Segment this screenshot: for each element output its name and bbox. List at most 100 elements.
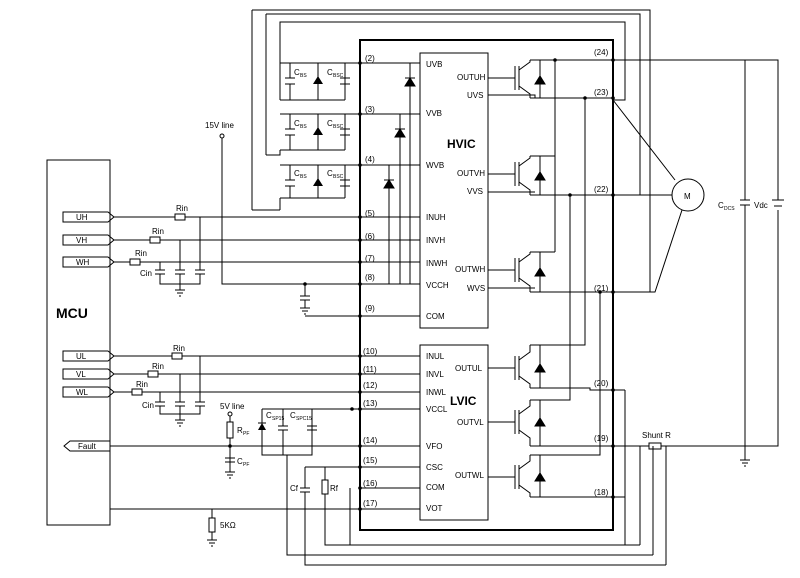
svg-text:(10): (10): [363, 347, 378, 356]
svg-text:(16): (16): [363, 479, 378, 488]
svg-text:(11): (11): [363, 365, 377, 374]
svg-text:(3): (3): [365, 105, 375, 114]
csc-filter: Cf Rf: [290, 466, 666, 566]
svg-text:C: C: [327, 169, 333, 178]
svg-text:Rin: Rin: [176, 204, 188, 213]
svg-text:(22): (22): [594, 185, 609, 194]
svg-text:(2): (2): [365, 54, 375, 63]
svg-text:VCCL: VCCL: [426, 405, 448, 414]
svg-text:Rin: Rin: [152, 362, 164, 371]
lvic-label: LVIC: [450, 394, 477, 408]
svg-text:INVH: INVH: [426, 236, 445, 245]
lvic-block: LVIC INUL OUTUL INVL INWL VCCL OUTVL VFO…: [419, 344, 489, 521]
mcu-ports: UH VH WH UL VL WL Fault: [62, 211, 115, 452]
svg-text:(15): (15): [363, 456, 378, 465]
svg-text:(18): (18): [594, 488, 609, 497]
svg-text:OUTWH: OUTWH: [455, 265, 485, 274]
svg-text:INWH: INWH: [426, 259, 448, 268]
svg-text:UVS: UVS: [467, 91, 483, 100]
svg-text:5KΩ: 5KΩ: [220, 521, 236, 530]
svg-text:(8): (8): [365, 273, 375, 282]
svg-text:OUTVH: OUTVH: [457, 169, 485, 178]
svg-text:(9): (9): [365, 304, 375, 313]
svg-text:PF: PF: [243, 462, 249, 468]
svg-text:(14): (14): [363, 436, 378, 445]
svg-text:(7): (7): [365, 254, 375, 263]
svg-text:M: M: [684, 192, 691, 201]
svg-text:INWL: INWL: [426, 388, 447, 397]
svg-text:Cin: Cin: [142, 401, 154, 410]
mcu-block: MCU: [46, 159, 111, 526]
left-pin-numbers: (2) (3) (4) (5) (6) (7) (8) (9) (10) (11…: [363, 54, 378, 508]
port-fault: Fault: [63, 440, 111, 452]
svg-text:UVB: UVB: [426, 60, 442, 69]
svg-text:(12): (12): [363, 381, 378, 390]
svg-text:C: C: [294, 169, 300, 178]
svg-text:BS: BS: [300, 174, 307, 180]
line-15v: 15V line: [205, 121, 360, 317]
svg-text:Rf: Rf: [330, 484, 339, 493]
svg-text:WH: WH: [76, 258, 90, 267]
svg-text:Rin: Rin: [136, 380, 148, 389]
svg-text:VVS: VVS: [467, 187, 483, 196]
svg-text:C: C: [294, 119, 300, 128]
hs-input-network: Rin Rin Rin Cin: [114, 204, 360, 297]
svg-text:15V line: 15V line: [205, 121, 234, 130]
port-wl: WL: [62, 386, 115, 398]
svg-text:C: C: [327, 68, 333, 77]
svg-text:INUL: INUL: [426, 352, 445, 361]
vs-return-loops: [251, 9, 651, 293]
ls-input-network: Rin Rin Rin Cin: [114, 344, 360, 427]
svg-text:(19): (19): [594, 434, 609, 443]
svg-text:5V line: 5V line: [220, 402, 245, 411]
svg-text:VL: VL: [76, 370, 86, 379]
svg-text:BS: BS: [300, 124, 307, 130]
power-rails: [488, 59, 613, 498]
motor: M: [612, 99, 705, 293]
svg-text:(17): (17): [363, 499, 378, 508]
svg-text:C: C: [290, 411, 296, 420]
svg-text:(23): (23): [594, 88, 609, 97]
svg-text:VCCH: VCCH: [426, 281, 449, 290]
svg-text:BSC: BSC: [333, 73, 344, 79]
port-uh: UH: [62, 211, 115, 223]
svg-text:BSC: BSC: [333, 174, 344, 180]
svg-text:VVB: VVB: [426, 109, 442, 118]
svg-text:SP15: SP15: [272, 416, 284, 422]
dc-bus: [613, 59, 784, 565]
svg-text:OUTUH: OUTUH: [457, 73, 486, 82]
svg-text:CSC: CSC: [426, 463, 443, 472]
svg-text:C: C: [327, 119, 333, 128]
svg-text:(13): (13): [363, 399, 378, 408]
svg-text:R: R: [237, 426, 243, 435]
igbt-switches: [488, 59, 546, 498]
svg-text:Rin: Rin: [152, 227, 164, 236]
svg-text:C: C: [237, 457, 243, 466]
svg-text:BSC: BSC: [333, 124, 344, 130]
svg-text:C: C: [266, 411, 272, 420]
svg-text:(6): (6): [365, 232, 375, 241]
port-ul: UL: [62, 350, 115, 362]
svg-text:UH: UH: [76, 213, 88, 222]
svg-text:VFO: VFO: [426, 442, 442, 451]
svg-text:Vdc: Vdc: [754, 201, 768, 210]
svg-text:(21): (21): [594, 284, 609, 293]
svg-text:Cf: Cf: [290, 484, 299, 493]
svg-text:VOT: VOT: [426, 504, 443, 513]
svg-text:DCS: DCS: [724, 206, 735, 212]
port-vh: VH: [62, 234, 115, 246]
svg-text:VH: VH: [76, 236, 87, 245]
svg-text:WL: WL: [76, 388, 89, 397]
vot-network: 5KΩ: [110, 508, 360, 547]
bootstrap-diodes: [383, 63, 420, 285]
svg-text:INVL: INVL: [426, 370, 444, 379]
pin-wires: [360, 62, 420, 510]
mcu-label: MCU: [56, 305, 88, 321]
svg-text:OUTUL: OUTUL: [455, 364, 483, 373]
svg-text:WVB: WVB: [426, 161, 444, 170]
